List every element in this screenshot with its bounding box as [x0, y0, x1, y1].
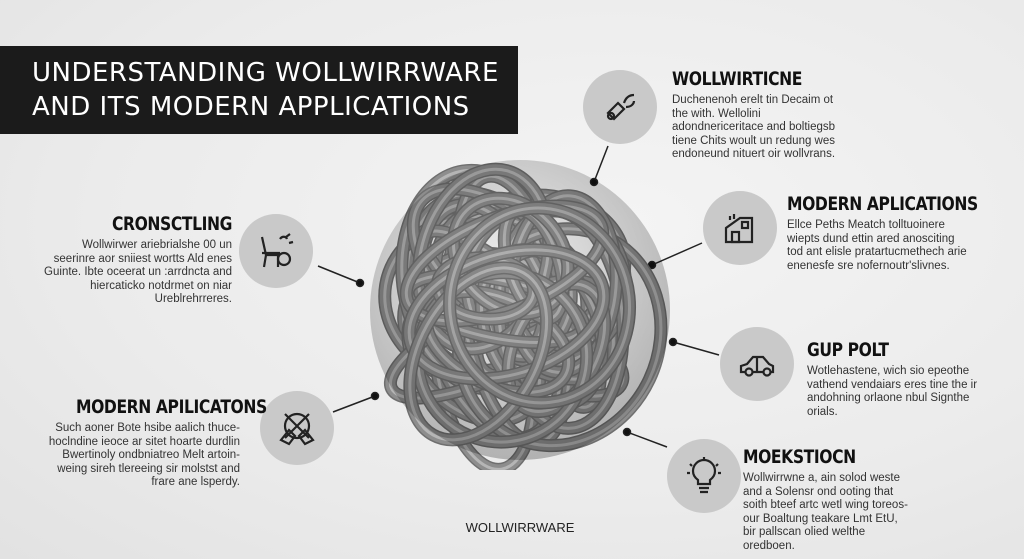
section-body: Ellce Peths Meatch tolltuoinere wiepts d… [787, 219, 967, 272]
title-banner: UNDERSTANDING WOLLWIRRWARE AND ITS MODER… [0, 46, 518, 134]
section-body: Such aoner Bote hsibe aalich thuce-hocln… [48, 422, 240, 488]
section-title: MODERN APLICATIONS [787, 193, 978, 215]
section-wollwirticne: WOLLWIRTICNE Duchenenoh erelt tin Decaim… [672, 68, 852, 162]
car-icon [739, 355, 775, 377]
section-body: Duchenenoh erelt tin Decaim ot the with.… [672, 94, 836, 160]
section-body: Wollwirrwne a, ain solod weste and a Sol… [743, 472, 908, 552]
cronsctling-icon-circle [239, 214, 313, 288]
wollwirticne-icon-circle [583, 70, 657, 144]
chair-yarn-icon [260, 233, 294, 268]
section-title: GUP POLT [807, 339, 889, 361]
section-title: MOEKSTIOCN [743, 446, 856, 468]
section-title: CRONSCTLING [111, 213, 232, 235]
section-cronsctling: CRONSCTLING Wollwirwer ariebrialshe 00 u… [40, 213, 232, 307]
section-modern-apilicatons: MODERN APILICATONS Such aoner Bote hsibe… [40, 396, 267, 490]
lightbulb-icon [687, 457, 721, 494]
modern-aplications-icon-circle [703, 191, 777, 265]
wrench-leaf-icon [606, 93, 636, 121]
hands-yarn-icon [279, 412, 315, 446]
section-body: Wollwirwer ariebrialshe 00 un seerinre a… [44, 239, 232, 305]
section-title: WOLLWIRTICNE [672, 68, 802, 90]
modern-apilicatons-icon-circle [260, 391, 334, 465]
title-line-2: AND ITS MODERN APPLICATIONS [32, 92, 470, 122]
section-title: MODERN APILICATONS [76, 396, 267, 418]
section-moekstiocn: MOEKSTIOCN Wollwirrwne a, ain solod west… [743, 446, 913, 553]
gup-polt-icon-circle [720, 327, 794, 401]
yarn-shading [370, 160, 670, 460]
footer-label: WOLLWIRRWARE [465, 520, 575, 535]
moekstiocn-icon-circle [667, 439, 741, 513]
house-icon [724, 214, 754, 244]
section-gup-polt: GUP POLT Wotlehastene, wich sio epeothe … [807, 339, 982, 419]
yarn-ball-image [370, 160, 670, 470]
section-modern-aplications: MODERN APLICATIONS Ellce Peths Meatch to… [787, 193, 978, 273]
section-body: Wotlehastene, wich sio epeothe vathend v… [807, 365, 978, 418]
title-line-1: UNDERSTANDING WOLLWIRRWARE [32, 58, 499, 88]
